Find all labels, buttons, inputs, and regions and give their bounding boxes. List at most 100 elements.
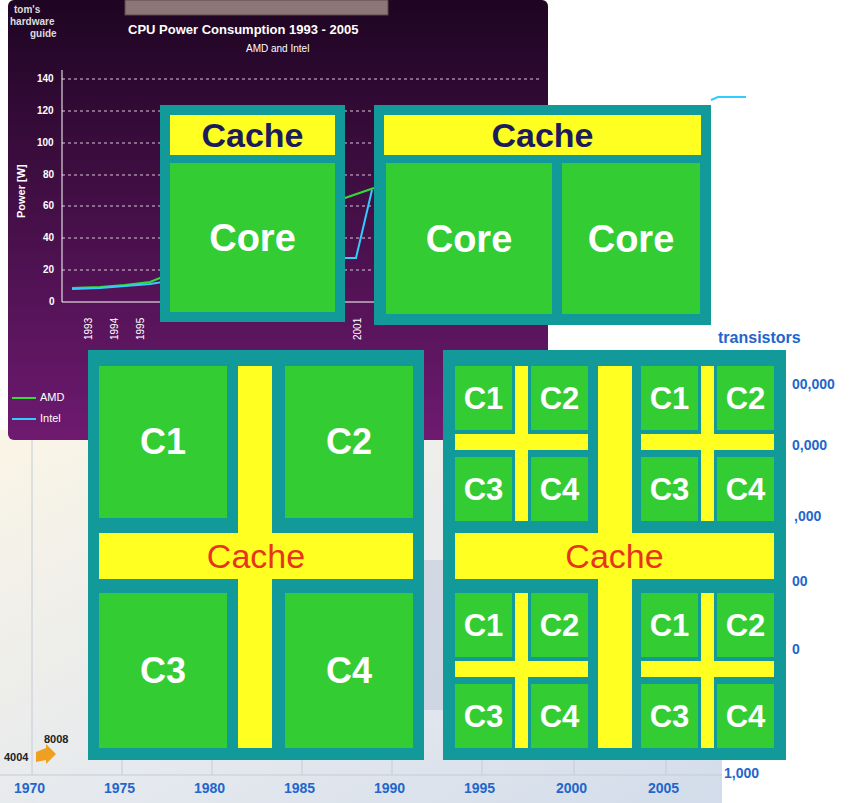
cache-bar xyxy=(515,593,528,748)
core-box: Core xyxy=(170,163,335,312)
box-label: Cache xyxy=(565,539,663,573)
box-label: Core xyxy=(209,219,296,257)
axis-tick: 1980 xyxy=(194,781,225,795)
small-core-box: C3 xyxy=(641,684,698,748)
legend-text: AMD xyxy=(40,392,64,403)
legend-line-sample xyxy=(12,418,36,420)
small-core-box: C2 xyxy=(531,593,588,657)
power-axis xyxy=(62,70,63,302)
box-label: C3 xyxy=(650,701,690,732)
small-core-box: C4 xyxy=(717,684,774,748)
chip: C1 C2CacheC3 C4 xyxy=(88,350,424,760)
axis-tick: 1990 xyxy=(374,781,405,795)
processor-label: 4004 xyxy=(4,752,28,763)
box-label: C4 xyxy=(540,701,580,732)
core-box: Core xyxy=(386,163,552,314)
box-label: Cache xyxy=(201,118,303,152)
small-core-box: C3 xyxy=(455,684,512,748)
box-label: Cache xyxy=(491,118,593,152)
axis-tick: 0 xyxy=(49,297,55,307)
axis-tick: 0 xyxy=(792,642,800,656)
axis-tick: 1995 xyxy=(136,318,146,340)
axis-tick: 80 xyxy=(43,170,54,180)
axis-tick: 0,000 xyxy=(792,438,827,452)
legend-text: Intel xyxy=(40,413,61,424)
axis-tick: 00,000 xyxy=(792,377,835,391)
logo-text: hardware xyxy=(10,17,54,27)
small-core-box: C3 xyxy=(641,457,698,521)
cache-band: Cache xyxy=(455,533,774,579)
box-label: C1 xyxy=(650,383,690,414)
small-core-box: C1 xyxy=(455,366,512,430)
logo-text: tom's xyxy=(14,5,40,15)
axis-tick: 1995 xyxy=(464,781,495,795)
small-core-box: C4 xyxy=(531,457,588,521)
small-core-box: C2 xyxy=(717,366,774,430)
core-box: Core xyxy=(562,163,700,314)
cache-bar xyxy=(701,593,714,748)
box-label: C1 xyxy=(464,610,504,641)
box-label: C1 xyxy=(650,610,690,641)
box-label: C3 xyxy=(650,474,690,505)
axis-tick: ,000 xyxy=(794,509,821,523)
box-label: Cache xyxy=(207,539,305,573)
chip: C1C2C1C2C3C4C3C4CacheC1C2C1C2C3C4C3C4 xyxy=(443,350,786,760)
box-label: Core xyxy=(588,220,675,258)
small-core-box: C4 xyxy=(717,457,774,521)
logo-text: guide xyxy=(30,29,57,39)
cache-band: Cache xyxy=(99,533,413,579)
top-bar xyxy=(125,0,388,15)
chart-title: CPU Power Consumption 1993 - 2005 xyxy=(128,23,358,36)
legend-line-sample xyxy=(12,397,36,399)
box-label: C4 xyxy=(326,653,372,689)
box-label: C2 xyxy=(726,610,766,641)
axis-tick: 2001 xyxy=(353,318,363,340)
small-core-box: C4 xyxy=(531,684,588,748)
chip: CacheCore xyxy=(160,105,345,322)
axis-tick: 1993 xyxy=(84,318,94,340)
axis-tick: 100 xyxy=(37,138,54,148)
box-label: C1 xyxy=(140,424,186,460)
axis-tick: 1970 xyxy=(14,781,45,795)
axis-tick: 140 xyxy=(37,74,54,84)
small-core-box: C1 xyxy=(641,366,698,430)
box-label: C4 xyxy=(726,474,766,505)
box-label: C2 xyxy=(540,610,580,641)
core-box: C4 xyxy=(285,593,413,748)
core-box: C3 xyxy=(99,593,227,748)
box-label: C4 xyxy=(726,701,766,732)
box-label: C1 xyxy=(464,383,504,414)
box-label: C3 xyxy=(464,701,504,732)
axis-tick: 60 xyxy=(43,201,54,211)
box-label: C4 xyxy=(540,474,580,505)
axis-tick: 20 xyxy=(43,265,54,275)
box-label: Core xyxy=(426,220,513,258)
chart-subtitle: AMD and Intel xyxy=(246,44,309,54)
small-core-box: C3 xyxy=(455,457,512,521)
box-label: C2 xyxy=(726,383,766,414)
axis-tick: 40 xyxy=(43,233,54,243)
box-label: C3 xyxy=(464,474,504,505)
cache-band: Cache xyxy=(170,115,335,155)
intel-line xyxy=(711,97,746,100)
processor-label: 8008 xyxy=(44,734,68,745)
box-label: C2 xyxy=(540,383,580,414)
moore-arrow xyxy=(36,744,56,764)
cache-band: Cache xyxy=(384,115,701,155)
chip: CacheCore Core xyxy=(374,105,711,325)
box-label: C2 xyxy=(326,424,372,460)
axis-tick: 1,000 xyxy=(724,766,759,780)
small-core-box: C2 xyxy=(717,593,774,657)
axis-tick: 120 xyxy=(37,106,54,116)
axis-tick: 1994 xyxy=(110,318,120,340)
axis-tick: 00 xyxy=(792,574,808,588)
box-label: C3 xyxy=(140,653,186,689)
axis-tick: 1975 xyxy=(104,781,135,795)
small-core-box: C2 xyxy=(531,366,588,430)
axis-tick: 2000 xyxy=(556,781,587,795)
small-core-box: C1 xyxy=(455,593,512,657)
axis-tick: 1985 xyxy=(284,781,315,795)
axis-title: transistors xyxy=(718,330,801,346)
axis-tick: 2005 xyxy=(648,781,679,795)
small-core-box: C1 xyxy=(641,593,698,657)
